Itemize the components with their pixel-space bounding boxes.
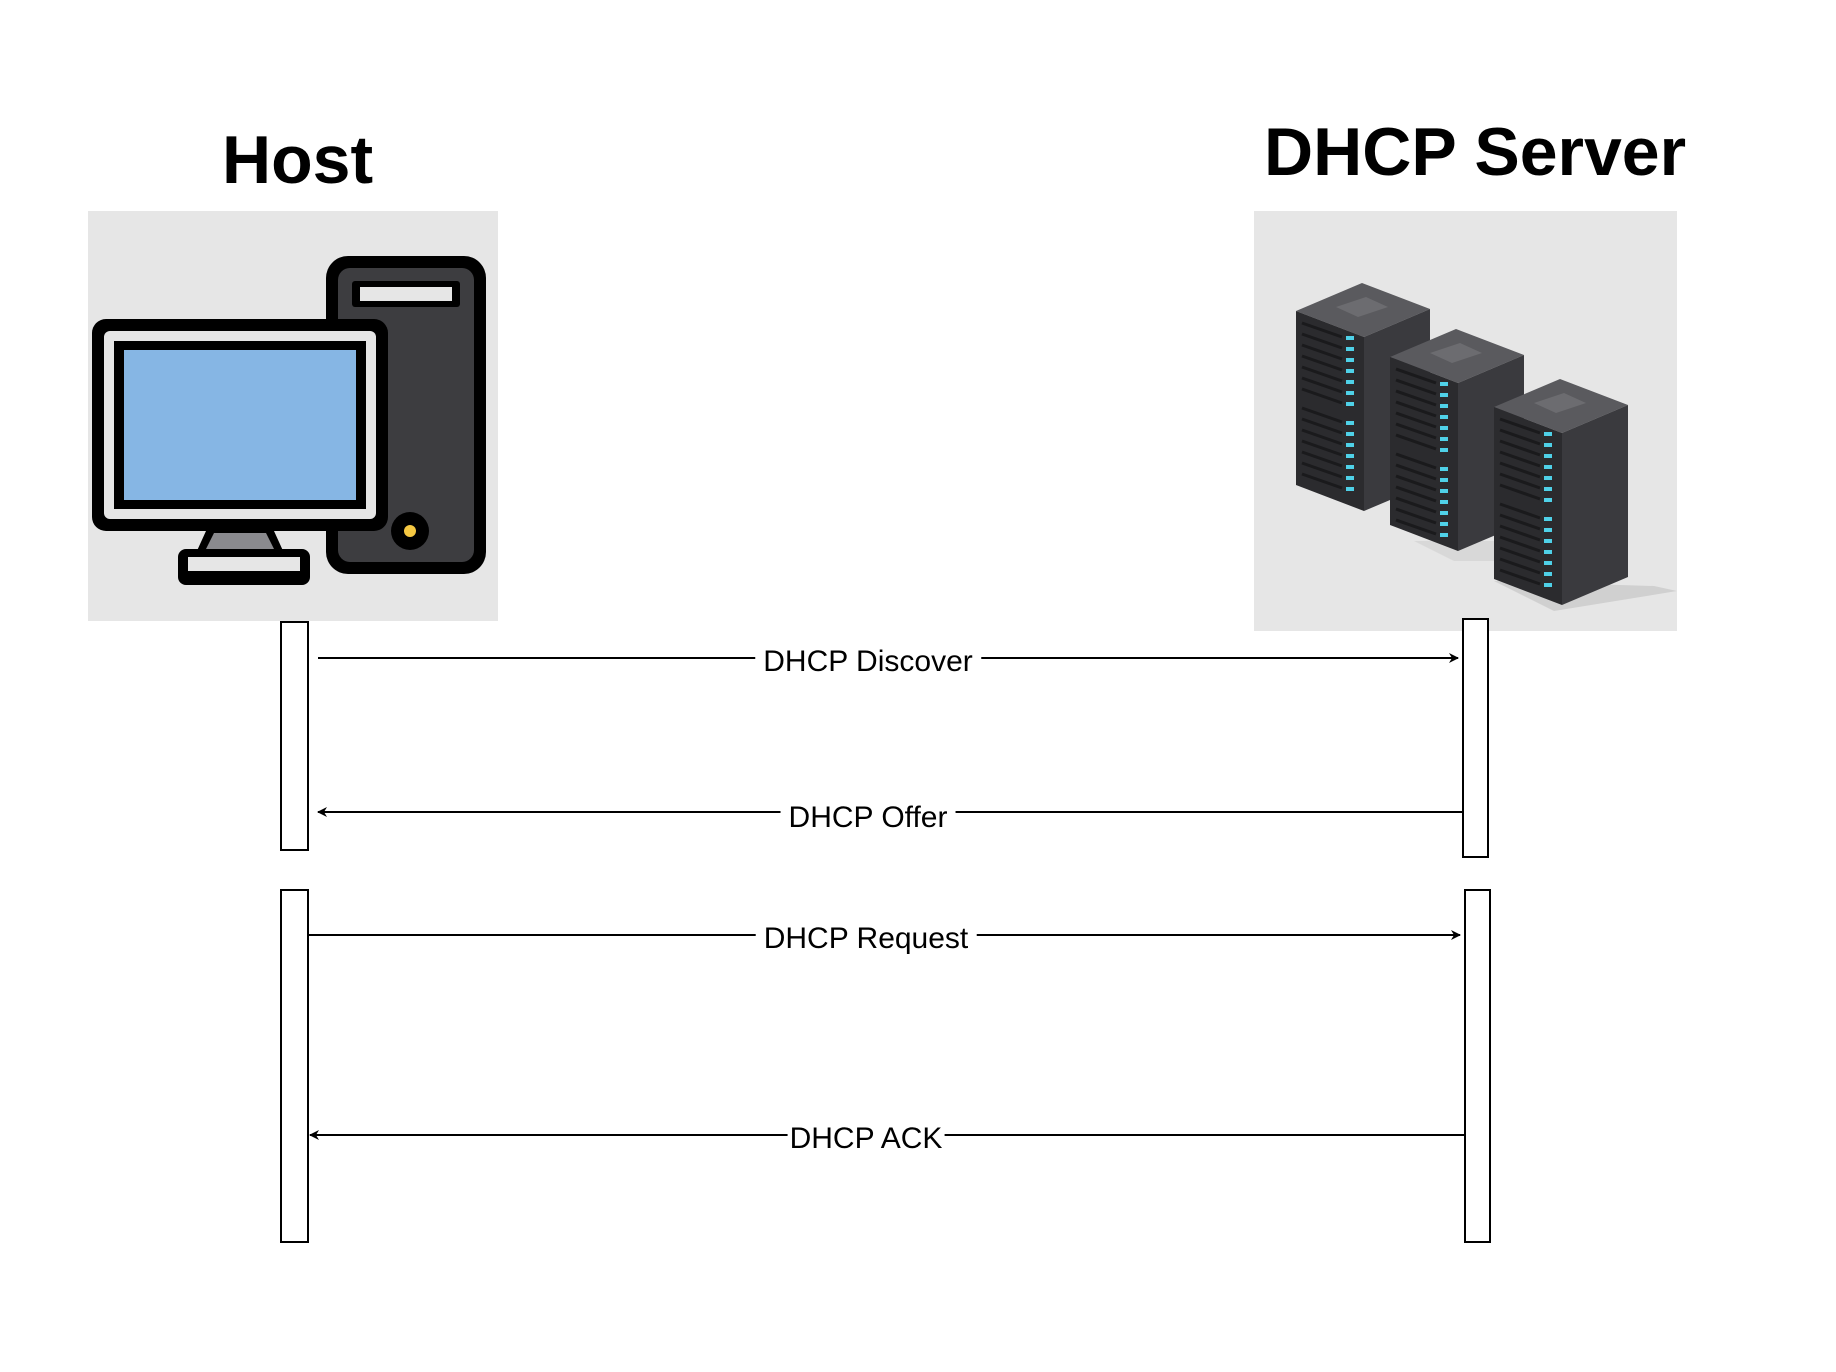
dhcp-server-title: DHCP Server [1264, 114, 1687, 190]
server-rack-icon [1296, 283, 1677, 611]
message-label-ack: DHCP ACK [787, 1122, 945, 1156]
server-activation-bar-1 [1462, 618, 1489, 858]
server-activation-bar-2 [1464, 889, 1491, 1243]
message-label-discover: DHCP Discover [755, 645, 981, 679]
message-label-request: DHCP Request [755, 922, 977, 956]
desktop-computer-icon [92, 256, 486, 585]
message-label-offer: DHCP Offer [780, 801, 956, 835]
host-computer-tile [88, 211, 498, 621]
dhcp-server-tile [1254, 211, 1677, 631]
host-activation-bar-2 [280, 889, 309, 1243]
host-title: Host [222, 122, 374, 198]
host-activation-bar-1 [280, 621, 309, 851]
